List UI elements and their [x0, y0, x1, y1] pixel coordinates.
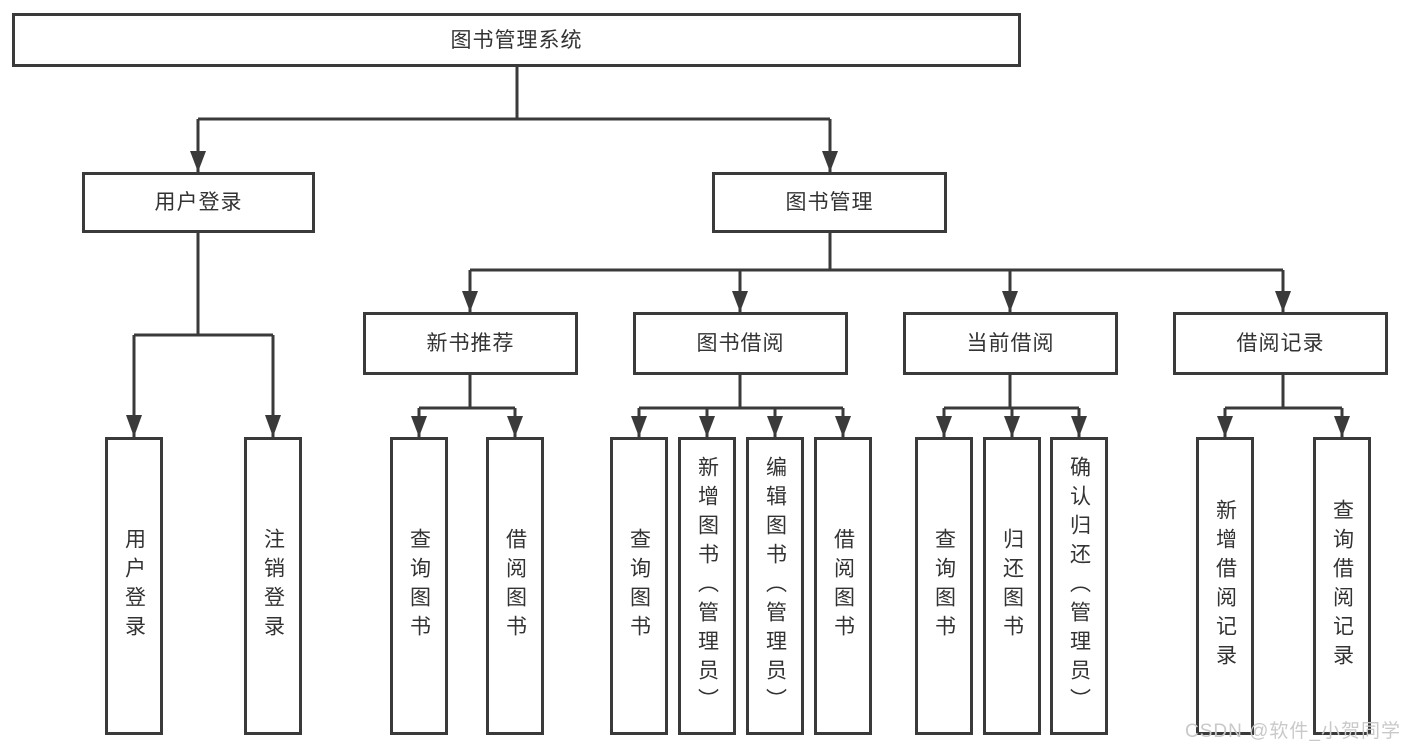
arrowhead	[190, 151, 206, 172]
arrowhead	[822, 151, 838, 172]
leaf-return-books: 归还图书	[983, 437, 1041, 735]
arrowhead	[126, 415, 142, 437]
csdn-watermark: CSDN @软件_小贺同学	[1185, 721, 1401, 742]
arrowhead	[1071, 416, 1087, 437]
leaf-query-books-recommend: 查询图书	[390, 437, 448, 735]
connector-book-borrow-to-leaves	[637, 375, 845, 437]
leaf-query-books-borrow: 查询图书	[610, 437, 668, 735]
leaf-borrow-books: 借阅图书	[814, 437, 872, 735]
arrowhead	[631, 416, 647, 437]
leaf-query-books-current: 查询图书	[915, 437, 973, 735]
leaf-user-login: 用户登录	[105, 437, 163, 735]
connector-user-login-to-leaves	[132, 233, 275, 437]
arrowhead	[1002, 291, 1018, 312]
arrowhead	[936, 416, 952, 437]
leaf-add-borrow-record: 新增借阅记录	[1196, 437, 1254, 735]
arrowhead	[732, 291, 748, 312]
node-borrow-records: 借阅记录	[1173, 312, 1388, 375]
node-current-borrow: 当前借阅	[903, 312, 1118, 375]
node-user-login: 用户登录	[82, 172, 315, 233]
leaf-edit-book-admin: 编辑图书（管理员）	[746, 437, 804, 735]
arrowhead	[411, 416, 427, 437]
arrowhead	[1004, 416, 1020, 437]
arrowhead	[1334, 416, 1350, 437]
connector-new-book-to-leaves	[417, 375, 517, 437]
leaf-confirm-return-admin: 确认归还（管理员）	[1050, 437, 1108, 735]
arrowhead	[1275, 291, 1291, 312]
arrowhead	[462, 291, 478, 312]
leaf-borrow-books-recommend: 借阅图书	[486, 437, 544, 735]
arrowhead	[507, 416, 523, 437]
leaf-query-borrow-record: 查询借阅记录	[1313, 437, 1371, 735]
connector-book-mgmt-to-level3	[468, 233, 1285, 312]
node-book-borrow: 图书借阅	[633, 312, 848, 375]
arrowhead	[835, 416, 851, 437]
connector-root-to-level2	[196, 67, 832, 172]
arrowhead	[767, 416, 783, 437]
leaf-logout: 注销登录	[244, 437, 302, 735]
arrowhead	[1217, 416, 1233, 437]
node-book-management: 图书管理	[712, 172, 947, 233]
connector-borrow-records-to-leaves	[1223, 375, 1344, 437]
arrowhead	[265, 415, 281, 437]
connector-current-borrow-to-leaves	[942, 375, 1081, 437]
node-system-root: 图书管理系统	[12, 13, 1021, 67]
arrowhead	[699, 416, 715, 437]
node-new-book-recommend: 新书推荐	[363, 312, 578, 375]
leaf-add-book-admin: 新增图书（管理员）	[678, 437, 736, 735]
